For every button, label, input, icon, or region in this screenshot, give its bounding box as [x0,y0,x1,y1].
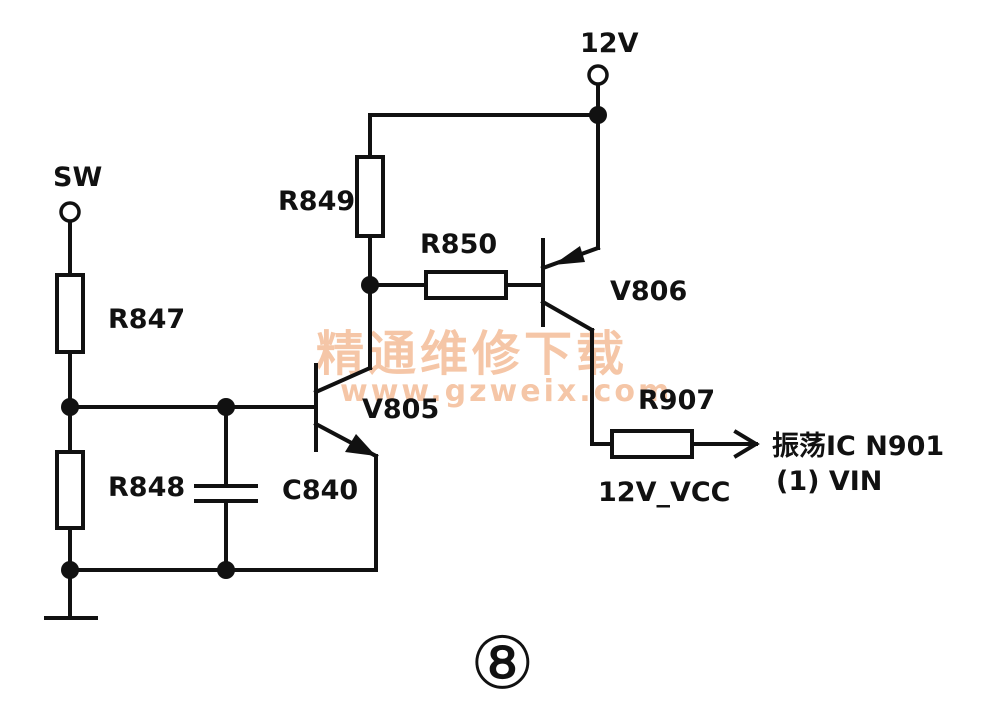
transistor-v806 [540,238,601,333]
junction-divider [61,398,79,416]
capacitor-c840 [194,405,258,572]
label-r849: R849 [278,186,355,217]
resistor-r849 [355,155,385,238]
watermark-url: www.gzweix.com [340,374,672,409]
label-v806: V806 [610,276,687,307]
sw-terminal [59,201,81,223]
label-sw: SW [53,162,102,193]
resistor-r847 [55,273,85,354]
junction-ground-left [61,561,79,579]
v805-emitter-arrow [345,434,376,456]
watermark-title: 精通维修下载 [316,326,628,382]
transistor-v805 [313,363,379,459]
resistor-r848 [55,450,85,530]
label-r847: R847 [108,304,185,335]
label-r848: R848 [108,472,185,503]
resistor-r850 [424,270,508,300]
output-arrow [733,429,760,459]
label-r907: R907 [638,385,715,416]
label-destination-ic: 振荡IC N901 [772,431,944,462]
resistor-r907 [610,429,694,459]
label-12v: 12V [580,28,639,59]
junction-c840-top [217,398,235,416]
figure-number: ⑧ [470,621,535,705]
junction-12v [589,106,607,124]
v806-emitter-arrow [553,246,585,265]
label-12v-vcc: 12V_VCC [598,477,731,508]
12v-terminal [587,64,609,86]
label-v805: V805 [362,394,439,425]
junction-ground-c840 [217,561,235,579]
label-c840: C840 [282,475,358,506]
label-destination-pin: (1) VIN [776,466,882,497]
label-r850: R850 [420,229,497,260]
junction-r849-r850 [361,276,379,294]
